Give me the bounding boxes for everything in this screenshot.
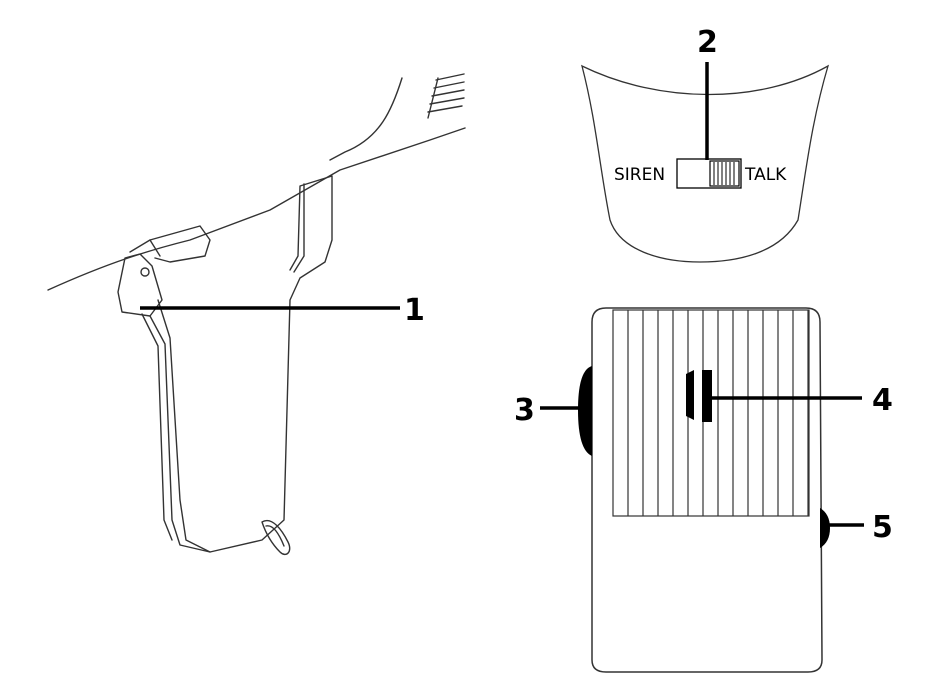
device-body-upper-curve <box>329 77 403 161</box>
device-trigger-hole <box>140 267 150 277</box>
device-vent-slots <box>427 73 465 119</box>
callout-2: 2 <box>697 25 718 160</box>
device-handle-edge-2 <box>141 313 173 541</box>
device-front-view <box>578 307 830 673</box>
device-handle-inner <box>293 183 305 273</box>
side-button-left[interactable] <box>578 366 592 456</box>
callout-1-label: 1 <box>404 293 425 328</box>
switch-label-talk: TALK <box>744 165 787 185</box>
callout-5: 5 <box>828 510 893 545</box>
speaker-grille-frame <box>612 309 810 517</box>
callout-4: 4 <box>710 383 893 418</box>
device-lanyard-inner <box>265 525 285 547</box>
siren-talk-switch[interactable]: SIREN TALK <box>614 158 787 189</box>
handheld-device-side-view <box>47 73 466 556</box>
device-handle-edge-1 <box>149 315 211 553</box>
device-handle-front <box>157 175 333 553</box>
center-indicator-right <box>702 370 712 422</box>
callout-2-label: 2 <box>697 25 718 60</box>
callout-5-label: 5 <box>872 510 893 545</box>
device-ridge-inner <box>149 239 161 257</box>
side-button-right[interactable] <box>820 508 830 548</box>
callout-1: 1 <box>140 293 425 328</box>
center-indicator-left <box>686 370 694 420</box>
callout-4-label: 4 <box>872 383 893 418</box>
device-lanyard-loop <box>261 519 291 556</box>
switch-panel <box>581 64 830 263</box>
switch-slider-ribs <box>713 162 735 185</box>
switch-panel-outline <box>581 64 830 263</box>
switch-label-siren: SIREN <box>614 165 665 185</box>
callout-3-label: 3 <box>514 393 535 428</box>
device-body-top-outline <box>47 127 466 291</box>
front-body-outline <box>591 307 823 673</box>
callout-3: 3 <box>514 393 580 428</box>
